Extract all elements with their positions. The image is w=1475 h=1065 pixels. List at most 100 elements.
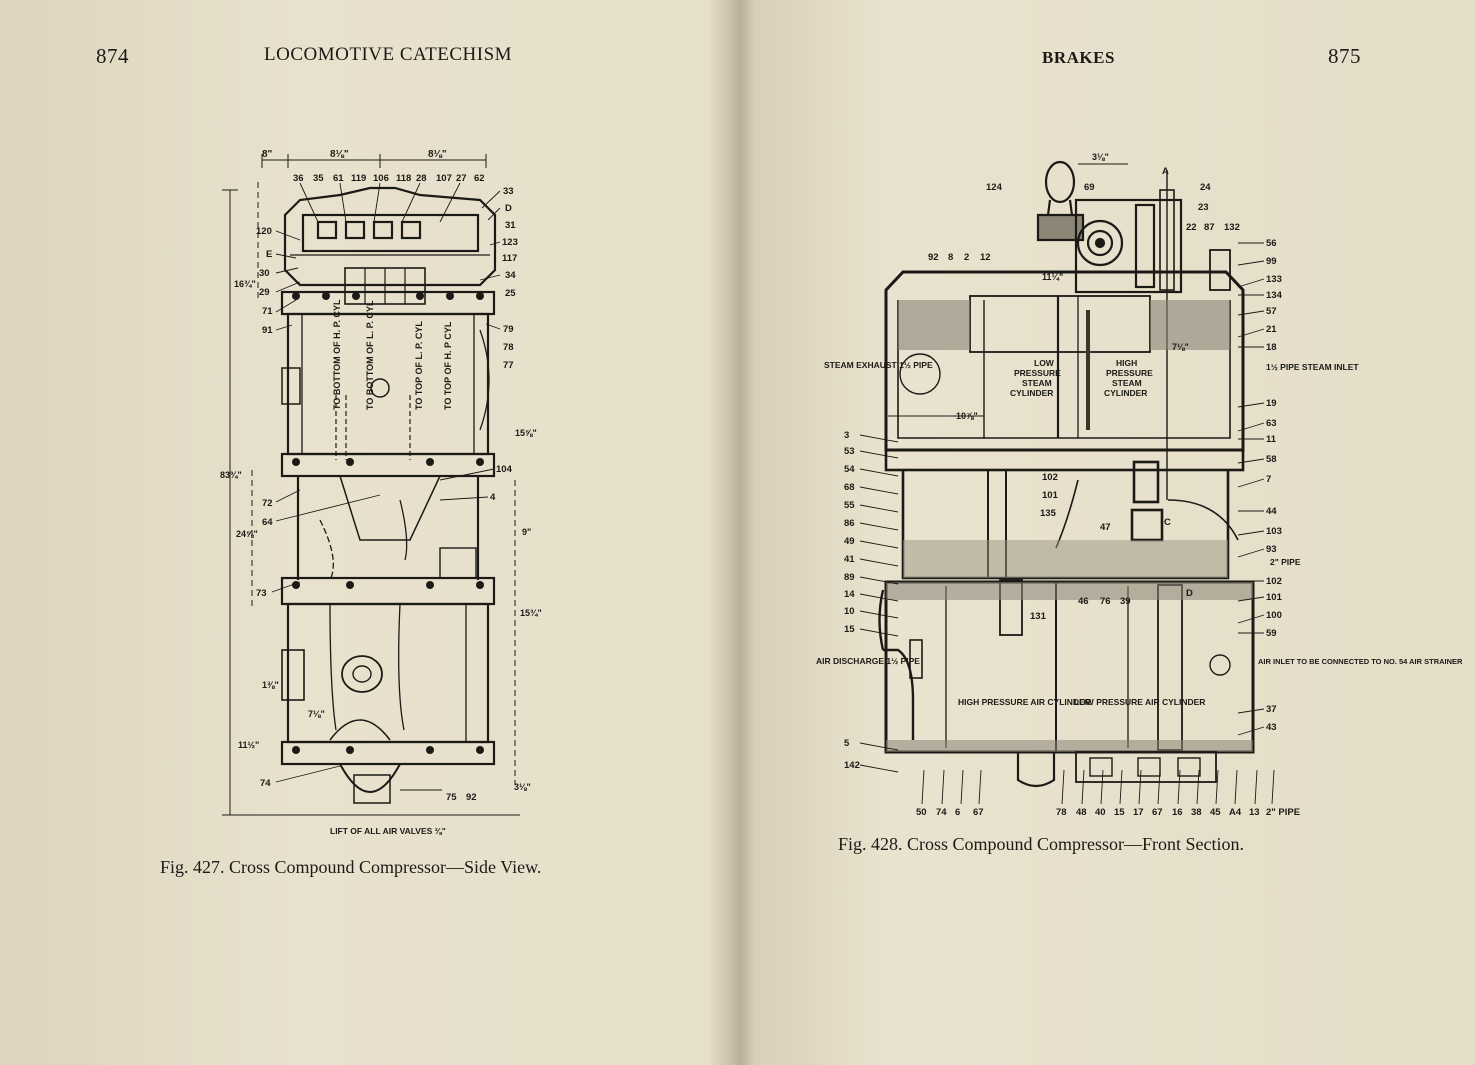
callout: 77 <box>503 360 514 371</box>
leader-line <box>1237 260 1265 266</box>
leader-line <box>1237 726 1265 736</box>
callout: 47 <box>1100 522 1111 533</box>
passage-label: TO BOTTOM OF H. P. CYL <box>332 299 342 410</box>
callout: 62 <box>474 173 485 184</box>
leader-line <box>859 522 899 531</box>
leader-line <box>1215 769 1219 805</box>
leader-line <box>1081 769 1085 805</box>
callout: 18 <box>1266 342 1277 353</box>
lp-air-label: LOW PRESSURE AIR CYLINDER <box>1074 697 1205 707</box>
callout: 124 <box>986 182 1003 193</box>
leader-line <box>1100 769 1104 805</box>
callout: 39 <box>1120 596 1131 607</box>
callout: C <box>1164 517 1171 528</box>
callout: 35 <box>313 173 324 184</box>
callout: 79 <box>503 324 514 335</box>
leader-line <box>1119 769 1123 805</box>
left-running-head: LOCOMOTIVE CATECHISM <box>264 44 513 65</box>
callout: 67 <box>973 807 984 818</box>
callout: 93 <box>1266 544 1277 555</box>
callout: 15 <box>844 624 855 635</box>
callout: 46 <box>1078 596 1089 607</box>
dim-label: 24⅝" <box>236 529 258 539</box>
callout: 27 <box>456 173 467 184</box>
callout: 133 <box>1266 274 1282 285</box>
fig-428-caption: Fig. 428. Cross Compound Compressor—Fron… <box>838 834 1245 854</box>
leader-line <box>1157 769 1161 805</box>
leader-line <box>1177 769 1181 805</box>
callout: 63 <box>1266 418 1277 429</box>
leader-line <box>859 764 899 773</box>
fig-427-side-view-drawing: 8" 8⅛" 8⅛" 36 35 61 119 106 118 28 107 2… <box>220 149 542 836</box>
callout: 71 <box>262 306 273 317</box>
callout: 11 <box>1266 434 1277 445</box>
callout: 76 <box>1100 596 1111 607</box>
callout: 38 <box>1191 807 1202 818</box>
right-page: BRAKES 875 <box>738 0 1475 1065</box>
leader-line <box>1061 769 1065 805</box>
callout: E <box>266 249 272 260</box>
leader-line <box>859 593 899 602</box>
left-page-number: 874 <box>96 44 129 68</box>
callout: 21 <box>1266 324 1277 335</box>
two-inch-pipe-label: 2" PIPE <box>1270 557 1301 567</box>
air-inlet-label: AIR INLET TO BE CONNECTED TO NO. 54 AIR … <box>1258 657 1463 666</box>
callout: 56 <box>1266 238 1277 249</box>
callout: 13 <box>1249 807 1260 818</box>
callout: 59 <box>1266 628 1277 639</box>
leader-line <box>1237 478 1265 488</box>
dim-label: 1⅜" <box>262 680 279 690</box>
callout: 29 <box>259 287 270 298</box>
callout: 34 <box>505 270 516 281</box>
leader-line <box>1237 530 1265 536</box>
callout: 4 <box>490 492 496 503</box>
leader-line <box>859 742 899 751</box>
callout: 101 <box>1266 592 1283 603</box>
callout: 69 <box>1084 182 1095 193</box>
callout: 31 <box>505 220 516 231</box>
callout: 123 <box>502 237 518 248</box>
callout: 15 <box>1114 807 1125 818</box>
callout: 131 <box>1030 611 1047 622</box>
callout: 22 <box>1186 222 1197 233</box>
leader-line <box>1237 328 1265 338</box>
dim-label: 16¾" <box>234 279 256 289</box>
leader-line <box>960 769 964 805</box>
callout: 44 <box>1266 506 1277 517</box>
dim-label: 9" <box>522 527 531 537</box>
callout: 2 <box>964 252 969 263</box>
leader-line <box>859 558 899 567</box>
dim-label: 8" <box>262 149 273 160</box>
callout: 10 <box>844 606 855 617</box>
leader-line <box>859 486 899 495</box>
left-page: 874 LOCOMOTIVE CATECHISM <box>0 0 737 1065</box>
callout: 132 <box>1224 222 1240 233</box>
callout: 87 <box>1204 222 1215 233</box>
callout: 135 <box>1040 508 1057 519</box>
callout: 17 <box>1133 807 1144 818</box>
callout: 19 <box>1266 398 1277 409</box>
callout: 99 <box>1266 256 1277 267</box>
leader-line <box>1271 769 1275 805</box>
leader-line <box>859 610 899 619</box>
dim-label: 8⅛" <box>330 149 349 160</box>
leader-line <box>1237 614 1265 624</box>
callout: A <box>1162 166 1169 177</box>
passage-label: TO BOTTOM OF L. P. CYL <box>365 300 375 410</box>
callout: 91 <box>262 325 273 336</box>
dim-label: 3⅛" <box>1092 152 1109 162</box>
callout: 7 <box>1266 474 1271 485</box>
callout: 14 <box>844 589 855 600</box>
callout: 28 <box>416 173 427 184</box>
dim-label: 3⅛" <box>514 782 531 792</box>
leader-line <box>859 576 899 585</box>
callout: 2" PIPE <box>1266 807 1300 818</box>
callout: 37 <box>1266 704 1277 715</box>
callout: 78 <box>503 342 514 353</box>
leader-line <box>1237 458 1265 464</box>
callout: 102 <box>1042 472 1058 483</box>
leader-line <box>859 450 899 459</box>
